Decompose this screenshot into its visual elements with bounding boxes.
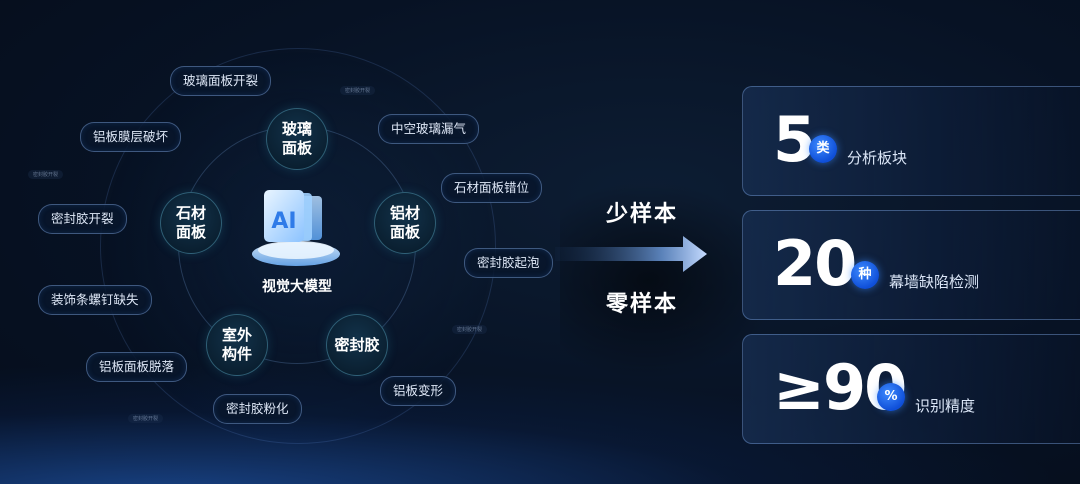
stat-label: 分析板块: [847, 149, 908, 167]
stat-card: 5 类 分析板块: [742, 86, 1080, 196]
ai-model-icon: AI: [252, 190, 340, 266]
flow-label-few-shot: 少样本: [606, 202, 679, 227]
flow-label-zero-shot: 零样本: [606, 292, 679, 317]
node-glass-panel: 玻璃 面板: [266, 108, 328, 170]
faint-tag: 密封胶开裂: [340, 86, 376, 95]
ai-text: AI: [271, 209, 296, 234]
node-aluminum-panel: 铝材 面板: [374, 192, 436, 254]
defect-tag: 玻璃面板开裂: [170, 66, 272, 96]
center-label: 视觉大模型: [262, 279, 332, 295]
stat-label: 识别精度: [915, 397, 976, 415]
stat-value: 5: [773, 103, 816, 176]
defect-tag: 密封胶起泡: [464, 248, 553, 278]
defect-tag: 铝板面板脱落: [86, 352, 188, 382]
faint-tag: 密封胶开裂: [28, 170, 64, 179]
defect-tag: 密封胶开裂: [38, 204, 127, 234]
stat-value: 20: [773, 227, 857, 300]
stat-label: 幕墙缺陷检测: [889, 273, 980, 291]
node-sealant: 密封胶: [326, 314, 388, 376]
stat-unit-badge: 种: [851, 261, 879, 289]
stat-card: 20 种 幕墙缺陷检测: [742, 210, 1080, 320]
defect-tag: 铝板变形: [380, 376, 457, 406]
defect-tag: 石材面板错位: [441, 173, 543, 203]
defect-tag: 装饰条螺钉缺失: [38, 285, 152, 315]
defect-tag: 铝板膜层破坏: [80, 122, 182, 152]
stat-unit-badge: %: [877, 383, 905, 411]
stat-card: ≥90 % 识别精度: [742, 334, 1080, 444]
node-stone-panel: 石材 面板: [160, 192, 222, 254]
defect-tag: 密封胶粉化: [213, 394, 302, 424]
faint-tag: 密封胶开裂: [452, 325, 488, 334]
node-exterior-component: 室外 构件: [206, 314, 268, 376]
faint-tag: 密封胶开裂: [128, 414, 164, 423]
flow-arrow: [555, 236, 707, 272]
stat-unit-badge: 类: [809, 135, 837, 163]
defect-tag: 中空玻璃漏气: [378, 114, 480, 144]
